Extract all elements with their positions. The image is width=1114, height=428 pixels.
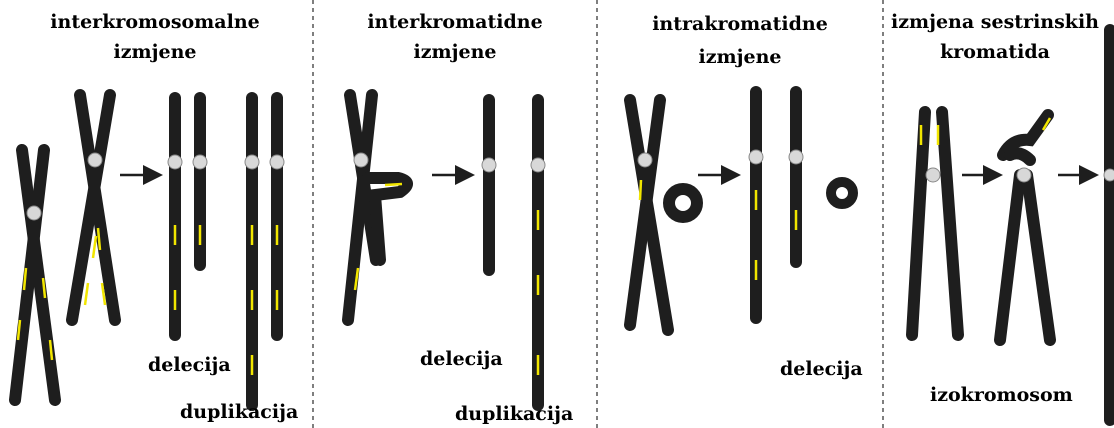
- panel2-label-delecija: delecija: [420, 348, 503, 370]
- centromere: [530, 157, 546, 173]
- panel4-title-line2: kromatida: [940, 41, 1050, 63]
- panel1-label-duplikacija: duplikacija: [180, 401, 299, 423]
- centromere: [748, 149, 764, 165]
- panel4-label-izokromosom: izokromosom: [930, 384, 1073, 406]
- panel4-title-line1: izmjena sestrinskih: [890, 11, 1099, 33]
- centromere: [481, 157, 497, 173]
- yellow-arrow-marks: [16, 117, 1052, 375]
- panel1-x-chromosome-left: [9, 144, 61, 406]
- centromere: [244, 154, 260, 170]
- centromere: [788, 149, 804, 165]
- panel2-title-line1: interkromatidne: [367, 11, 543, 33]
- ring-chromosome: [826, 177, 858, 209]
- centromere: [26, 205, 42, 221]
- centromere: [167, 154, 183, 170]
- panel1-title-line1: interkromosomalne: [50, 11, 260, 33]
- panel1-title-line2: izmjene: [113, 41, 197, 63]
- panel1-label-delecija: delecija: [148, 354, 231, 376]
- centromere: [192, 154, 208, 170]
- centromere: [637, 152, 653, 168]
- panel2-result-chromosomes: [483, 94, 544, 411]
- panel3-label-delecija: delecija: [780, 358, 863, 380]
- centromere: [269, 154, 285, 170]
- centromere: [1103, 168, 1114, 182]
- panel3-title-line1: intrakromatidne: [652, 13, 828, 35]
- panel3-result-chromosomes: [750, 86, 802, 324]
- centromere: [1016, 167, 1032, 183]
- panel1-x-chromosome-right: [66, 89, 121, 326]
- panel4-exchanged-chromosome: [994, 109, 1056, 346]
- centromere: [925, 167, 941, 183]
- centromere: [353, 152, 369, 168]
- panel3-title-line2: izmjene: [698, 46, 782, 68]
- panel2-label-duplikacija: duplikacija: [455, 403, 574, 425]
- panel4-chromosome: [906, 106, 964, 341]
- panel2-chromosome-loop: [342, 89, 413, 326]
- panel2-title-line2: izmjene: [413, 41, 497, 63]
- panel3-chromosome-loop: [624, 94, 703, 336]
- centromere: [87, 152, 103, 168]
